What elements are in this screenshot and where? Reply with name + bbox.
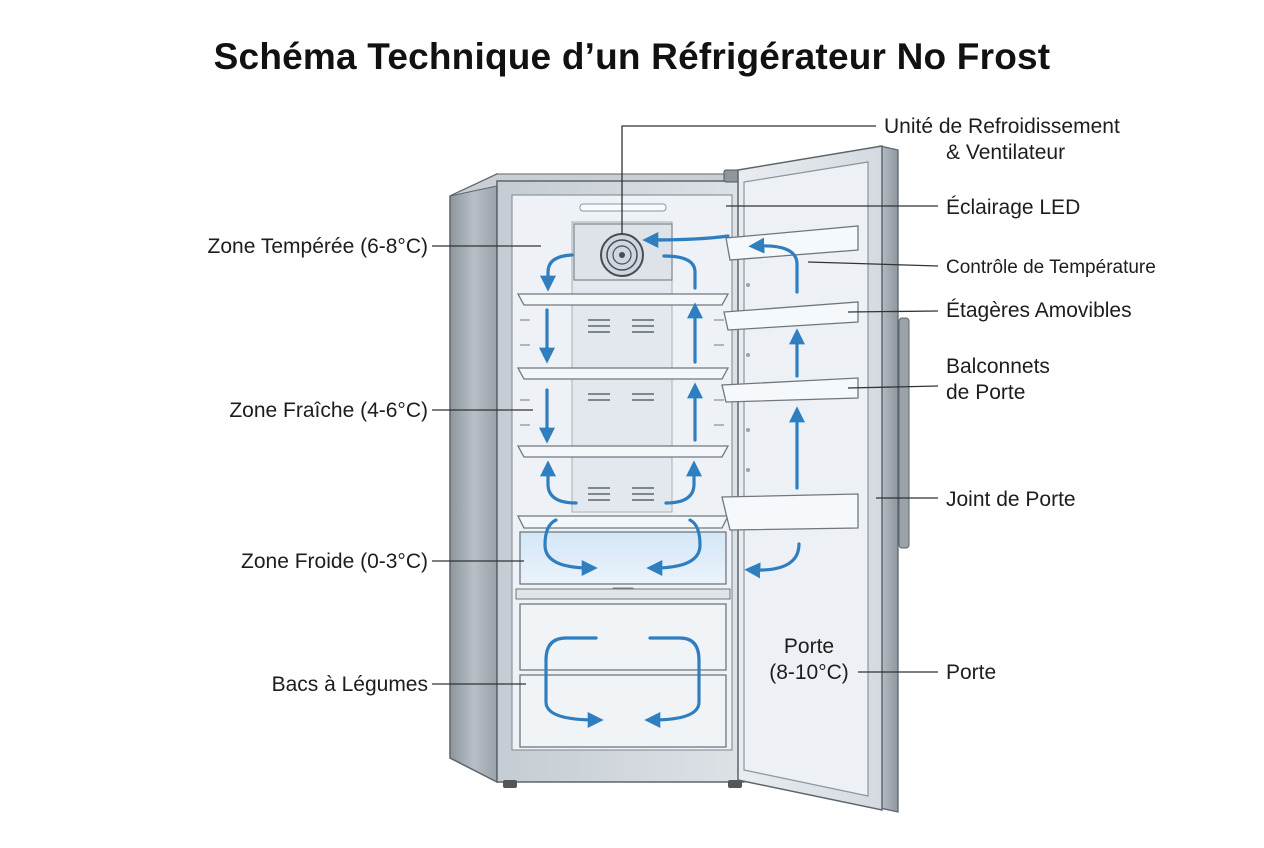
shelf-3 xyxy=(516,445,730,458)
shelf-1 xyxy=(516,293,730,306)
crisper-divider xyxy=(515,588,731,600)
label-etageres: Étagères Amovibles xyxy=(946,299,1132,322)
cabinet-side xyxy=(449,172,498,784)
door-text-line1: Porte xyxy=(783,635,835,658)
airflow-shelf3-left xyxy=(540,460,578,505)
cold-zone-drawer xyxy=(519,531,727,585)
door-balconies xyxy=(721,225,859,531)
leader-balconnets xyxy=(847,385,939,389)
leader-unite xyxy=(621,125,876,234)
label-porte: Porte xyxy=(946,661,997,684)
label-zone-temperee: Zone Tempérée (6-8°C) xyxy=(207,235,428,258)
airflow-veg-left xyxy=(544,636,604,728)
label-unite-line1: Unité de Refroidissement xyxy=(884,115,1120,138)
foot-left xyxy=(503,780,517,788)
back-vents xyxy=(588,319,654,501)
door-text-line2: (8-10°C) xyxy=(769,661,849,684)
airflow-cold-left xyxy=(543,518,598,576)
leader-lines xyxy=(432,125,939,685)
shelf-2 xyxy=(516,367,730,380)
label-balconnets-line2: de Porte xyxy=(946,381,1026,404)
door-balcony-3 xyxy=(721,377,859,403)
vegetable-bin-top xyxy=(519,603,727,671)
label-balconnets-line1: Balconnets xyxy=(946,355,1050,378)
airflow-top-right xyxy=(662,254,697,290)
airflow-door-to-fan xyxy=(642,231,730,248)
airflow-door-top xyxy=(748,237,799,294)
label-zone-fraiche: Zone Fraîche (4-6°C) xyxy=(229,399,428,422)
door-balcony-4 xyxy=(721,493,859,531)
foot-right xyxy=(728,780,742,788)
airflow-cold-right xyxy=(646,518,702,576)
label-zone-froide: Zone Froide (0-3°C) xyxy=(241,550,428,573)
fan-icon xyxy=(600,233,644,277)
airflow-top-left xyxy=(540,253,574,292)
door-handle xyxy=(898,317,910,549)
label-controle: Contrôle de Température xyxy=(946,257,1156,278)
led-light-strip xyxy=(579,203,667,212)
shelf-rails xyxy=(520,319,724,426)
shelves xyxy=(516,293,730,529)
airflow-shelf3-right xyxy=(664,460,702,505)
shelf-4 xyxy=(516,515,730,529)
label-bacs-legumes: Bacs à Légumes xyxy=(271,673,428,696)
door-balcony-2 xyxy=(723,301,859,331)
airflow-arrows xyxy=(539,231,805,728)
door-rail-dots xyxy=(746,283,750,472)
leader-controle xyxy=(807,261,939,267)
label-unite-line2: & Ventilateur xyxy=(946,141,1066,164)
vegetable-bin-bottom xyxy=(519,674,727,748)
airflow-veg-right xyxy=(644,636,701,728)
leader-etageres xyxy=(847,310,939,313)
airflow-door-bottom xyxy=(744,542,801,579)
diagram-title: Schéma Technique d’un Réfrigérateur No F… xyxy=(213,36,1051,77)
label-eclairage: Éclairage LED xyxy=(946,196,1081,219)
label-joint: Joint de Porte xyxy=(946,488,1076,511)
